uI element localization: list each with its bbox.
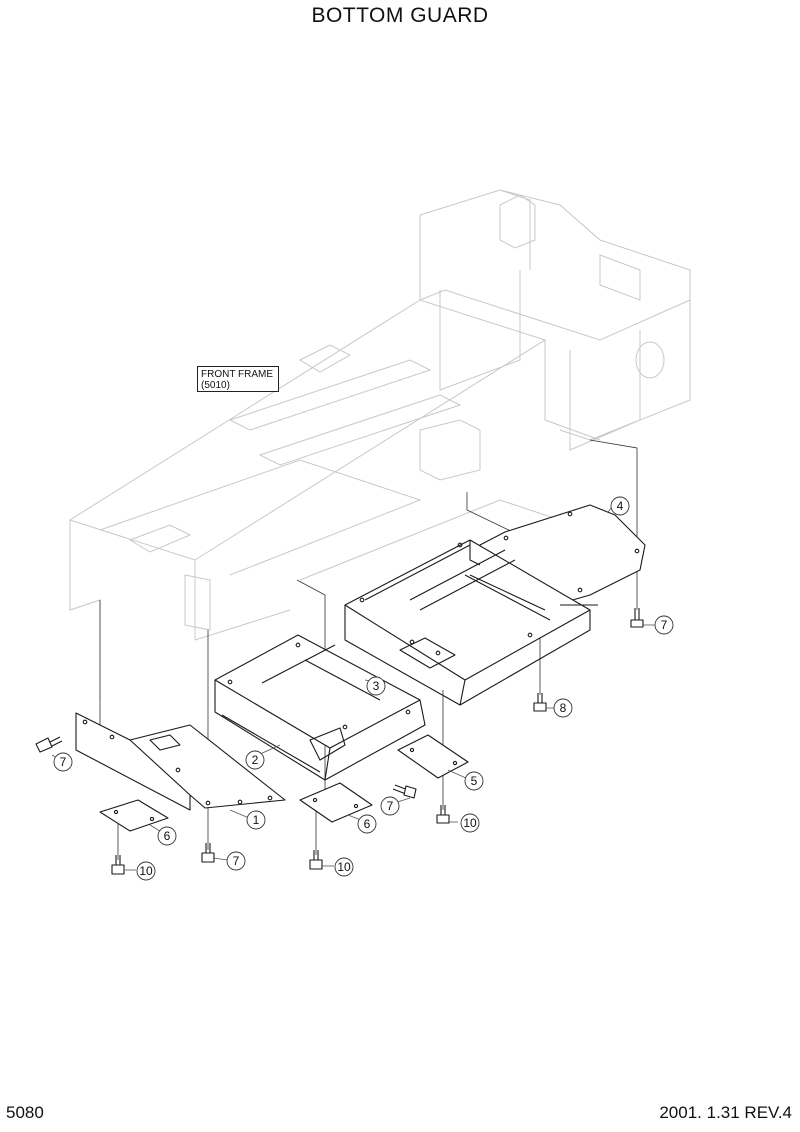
svg-text:8: 8 xyxy=(560,701,567,715)
svg-text:7: 7 xyxy=(233,854,240,868)
svg-text:1: 1 xyxy=(253,813,260,827)
callout-7-front-left: 7 xyxy=(53,752,73,772)
bolt-8 xyxy=(533,693,547,712)
part-6-cover-plate-right xyxy=(299,782,373,823)
bolt-10-front xyxy=(309,850,323,870)
part-5-cover-plate xyxy=(397,734,469,779)
part-3-center-guard xyxy=(344,539,598,706)
svg-text:6: 6 xyxy=(364,817,371,831)
bolt-10-left xyxy=(111,855,125,875)
svg-text:10: 10 xyxy=(337,860,351,874)
callout-7-rear: 7 xyxy=(654,615,674,635)
svg-text:7: 7 xyxy=(60,755,67,769)
bolt-hardware xyxy=(35,608,644,875)
bolt-10-center xyxy=(436,805,450,824)
svg-text:4: 4 xyxy=(617,499,624,513)
callout-1: 1 xyxy=(246,810,266,830)
front-frame-ghost xyxy=(68,189,691,700)
callout-8: 8 xyxy=(553,698,573,718)
part-6-cover-plate-left xyxy=(99,799,169,832)
part-2-front-guard xyxy=(214,634,426,781)
revision-label: 2001. 1.31 REV.4 xyxy=(659,1103,792,1122)
callout-4: 4 xyxy=(610,496,630,516)
svg-text:2: 2 xyxy=(252,753,259,767)
svg-text:10: 10 xyxy=(139,864,153,878)
callout-2: 2 xyxy=(245,750,265,770)
svg-text:10: 10 xyxy=(463,816,477,830)
callout-3: 3 xyxy=(366,676,386,696)
svg-text:7: 7 xyxy=(387,799,394,813)
callout-10-left: 10 xyxy=(136,861,156,881)
callout-10-center: 10 xyxy=(460,813,480,833)
callout-6-right: 6 xyxy=(357,814,377,834)
callout-10-front: 10 xyxy=(334,857,354,877)
callout-5: 5 xyxy=(464,771,484,791)
svg-text:7: 7 xyxy=(661,618,668,632)
front-frame-reference-box: FRONT FRAME (5010) xyxy=(197,366,279,392)
callout-7-side: 7 xyxy=(380,796,400,816)
reference-code: (5010) xyxy=(201,380,230,391)
diagram-title: BOTTOM GUARD xyxy=(311,4,489,27)
callout-7-bottom: 7 xyxy=(226,851,246,871)
bolt-7-side xyxy=(392,784,417,799)
part-1-front-bracket xyxy=(75,712,286,811)
svg-text:5: 5 xyxy=(471,774,478,788)
reference-name: FRONT FRAME xyxy=(201,369,274,380)
callout-6-left: 6 xyxy=(157,826,177,846)
page-number: 5080 xyxy=(6,1103,44,1122)
bolt-7-bottom xyxy=(201,843,215,863)
svg-text:6: 6 xyxy=(164,829,171,843)
bolt-7-front-left xyxy=(35,736,63,753)
svg-text:3: 3 xyxy=(373,679,380,693)
bolt-7-rear xyxy=(630,608,644,628)
